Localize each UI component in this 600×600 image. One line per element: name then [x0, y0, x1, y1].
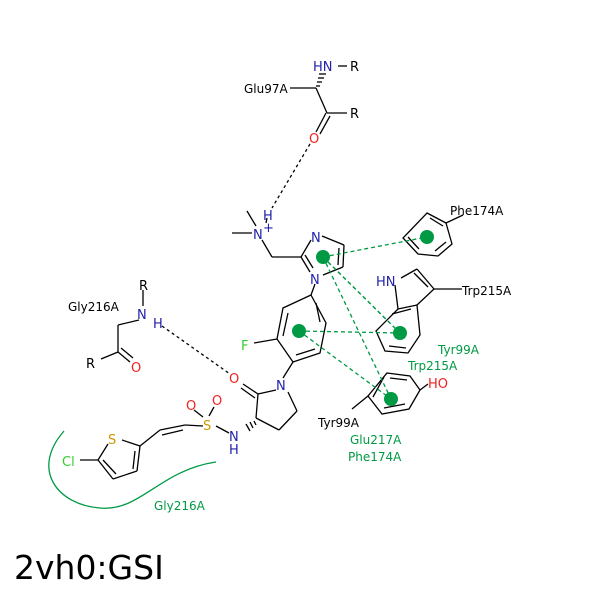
complex-caption: 2vh0:GSI [14, 548, 164, 587]
ring-centroid [292, 324, 306, 338]
glu97a-fragment: HN R R O Glu97A [244, 60, 359, 147]
ring-centroid [393, 326, 407, 340]
nh-h-label: H [229, 443, 239, 458]
imidazole-n-label: N [310, 273, 320, 288]
hydrophobic-contact-arc [48, 430, 217, 509]
pi-stacking-line [298, 330, 401, 334]
n-plus-label: N [253, 228, 263, 243]
interaction-label-trp215a: Trp215A [407, 359, 458, 373]
imidazole-ring: N N [300, 231, 345, 296]
ring-centroid [420, 230, 434, 244]
oxygen-label: O [309, 132, 319, 147]
ring-centroid [384, 392, 398, 406]
pi-stacking-line [298, 330, 392, 400]
dimethylammonium-group: N + H [232, 209, 301, 258]
chlorine-label: Cl [62, 455, 75, 470]
fluorophenyl-ring: F [241, 294, 327, 379]
tyr99a-phenol: HO Tyr99A [317, 372, 448, 430]
hn-top-label: HN [313, 60, 333, 75]
r-label: R [350, 107, 359, 122]
interaction-label-gly216a: Gly216A [154, 499, 206, 513]
nh-n-label: N [229, 430, 239, 445]
pyrrolidinone-ring: N O [229, 372, 298, 432]
pi-stacking-line [322, 256, 392, 400]
pyrrolidinone-n-label: N [276, 379, 286, 394]
fluorine-label: F [241, 339, 248, 354]
vinyl-linker [139, 424, 186, 447]
residue-label-trp215a: Trp215A [461, 284, 512, 298]
gly216a-fragment: R N H R O Gly216A [68, 279, 163, 376]
imidazole-n-label: N [311, 231, 321, 246]
chlorothiophene-ring: S Cl [62, 433, 141, 480]
trp215a-indole: HN Trp215A [375, 268, 512, 354]
hydroxyl-label: HO [428, 377, 448, 392]
r-label: R [86, 357, 95, 372]
r-label: R [139, 279, 148, 294]
interaction-label-glu217a: Glu217A [350, 433, 402, 447]
indole-hn-label: HN [376, 275, 396, 290]
ring-centroid [316, 250, 330, 264]
oxygen-label: O [131, 361, 141, 376]
pi-stacking-line [322, 236, 428, 258]
hydrogen-bond [271, 143, 311, 209]
sulfonamide-group: N H S O O [184, 394, 239, 458]
phe174a-ring: Phe174A [402, 204, 504, 257]
h-label: H [263, 209, 273, 224]
residue-label-glu97a: Glu97A [244, 82, 289, 96]
h-label: H [153, 317, 163, 332]
residue-label-phe174a: Phe174A [450, 204, 504, 218]
sulfonyl-oxygen-label: O [186, 399, 196, 414]
sulfonyl-oxygen-label: O [212, 394, 222, 409]
residue-label-gly216a: Gly216A [68, 300, 120, 314]
residue-label-tyr99a: Tyr99A [317, 416, 360, 430]
r-label: R [350, 60, 359, 75]
pi-stacking-interactions [298, 236, 428, 400]
thiophene-sulfur-label: S [108, 433, 116, 448]
pi-stacking-line [322, 256, 401, 334]
n-label: N [137, 308, 147, 323]
plus-charge: + [263, 221, 274, 236]
sulfur-label: S [203, 419, 211, 434]
lactam-oxygen-label: O [229, 372, 239, 387]
interaction-label-tyr99a: Tyr99A [437, 343, 480, 357]
hydrogen-bond [161, 325, 231, 375]
interaction-label-phe174a: Phe174A [348, 450, 402, 464]
